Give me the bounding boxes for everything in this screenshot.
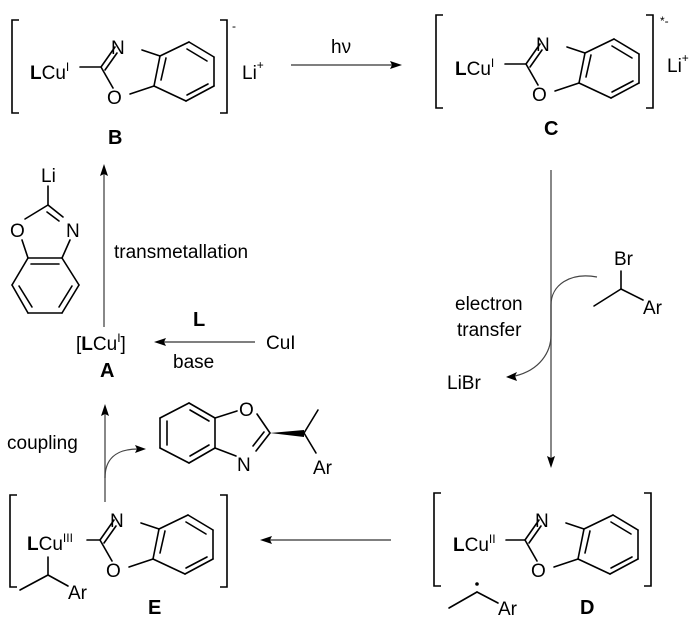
electron-transfer-arrow: electron transfer LiBr xyxy=(447,170,598,468)
bracket-right xyxy=(220,19,228,114)
compound-label-D: D xyxy=(580,597,594,619)
counterion: Li+ xyxy=(667,51,689,77)
bracket-right xyxy=(644,492,652,587)
atom-N: N xyxy=(535,511,549,532)
bracket-left xyxy=(11,19,19,114)
compound-A: [LCuI] A xyxy=(76,331,126,382)
compound-label-C: C xyxy=(544,118,558,140)
atom-O: O xyxy=(532,85,547,106)
atom-O: O xyxy=(107,88,122,109)
compound-D: LCuII N O Ar D xyxy=(433,492,652,620)
atom-N: N xyxy=(237,455,251,476)
bracket-left xyxy=(9,494,17,588)
bracket-right xyxy=(646,14,654,109)
byproduct-LiBr: LiBr xyxy=(447,373,481,394)
bracket-left xyxy=(433,492,441,587)
alkyl-bromide: Br Ar xyxy=(593,249,663,319)
ligand-metal-label: [LCuI] xyxy=(76,331,126,355)
atom-O: O xyxy=(239,400,254,421)
hv-label: hν xyxy=(331,37,351,58)
radical-dot xyxy=(475,582,479,586)
base-label: base xyxy=(173,352,214,373)
ligand-metal-label: LCuII xyxy=(453,532,496,556)
lithio-benzoxazole: Li O N xyxy=(10,166,80,314)
atom-O: O xyxy=(106,561,121,582)
coupling-product: O N Ar xyxy=(159,400,333,479)
atom-Ar: Ar xyxy=(68,583,88,604)
compound-label-B: B xyxy=(108,127,122,149)
atom-O: O xyxy=(531,561,546,582)
atom-N: N xyxy=(536,35,550,56)
compound-B: LCuI N O - Li+ B xyxy=(11,19,264,149)
transmetallation-arrow: transmetallation xyxy=(100,164,248,327)
charge-label: - xyxy=(232,19,236,33)
reagent-CuI: CuI xyxy=(266,333,296,354)
compound-C: LCuI N O *- Li+ C xyxy=(435,14,689,140)
atom-Ar: Ar xyxy=(313,458,333,479)
atom-N: N xyxy=(111,38,125,59)
atom-N: N xyxy=(66,221,80,242)
compound-E: LCuIII N O Ar E xyxy=(9,494,228,619)
ligand-metal-label: LCuI xyxy=(455,56,494,80)
atom-Br: Br xyxy=(614,249,634,270)
atom-Ar: Ar xyxy=(498,599,518,620)
bracket-right xyxy=(220,494,228,588)
ligand-metal-label: LCuI xyxy=(30,60,69,84)
coupling-arrow: coupling xyxy=(7,404,146,502)
coupling-label: coupling xyxy=(7,433,78,454)
counterion: Li+ xyxy=(242,58,264,84)
atom-O: O xyxy=(10,221,25,242)
compound-label-A: A xyxy=(100,360,114,382)
compound-label-E: E xyxy=(148,597,161,619)
atom-Li: Li xyxy=(41,166,56,187)
charge-label: *- xyxy=(660,14,669,28)
electron-transfer-label-2: transfer xyxy=(457,320,522,341)
bracket-left xyxy=(435,14,443,109)
electron-transfer-label-1: electron xyxy=(455,294,523,315)
wedge-bond xyxy=(270,430,304,437)
ligand-label: L xyxy=(193,309,205,331)
ligation-arrow: L base CuI xyxy=(154,309,296,373)
atom-N: N xyxy=(110,511,124,532)
transmetallation-label: transmetallation xyxy=(114,242,248,263)
ligand-metal-label: LCuIII xyxy=(27,531,73,555)
radical-rebound-arrow xyxy=(260,536,391,544)
atom-Ar: Ar xyxy=(643,298,663,319)
photoexcitation-arrow: hν xyxy=(291,37,402,69)
